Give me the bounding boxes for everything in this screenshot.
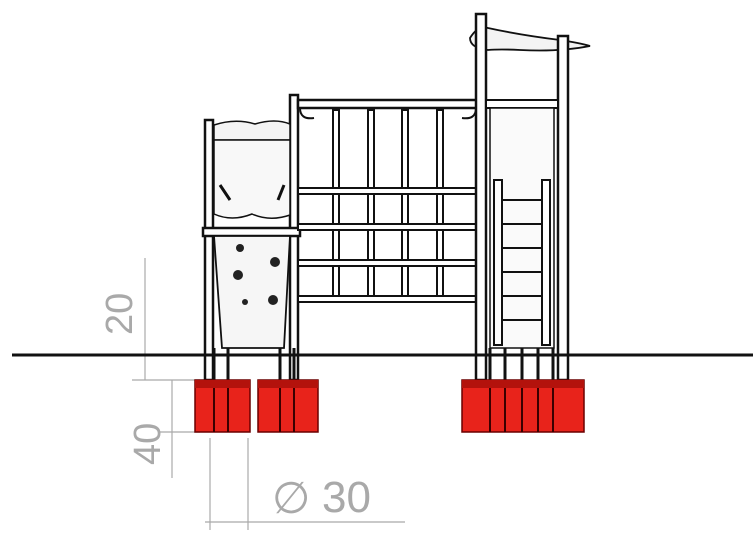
footing-left-2 (257, 379, 319, 433)
frame-vertical-bar (332, 109, 340, 303)
ladder (493, 179, 551, 346)
dim-label-diameter-symbol: ∅ (272, 474, 310, 523)
left-tower-handle-left (218, 184, 232, 201)
footing-shade (258, 380, 318, 388)
left-tower-roof-panel (213, 120, 291, 141)
right-tower-top-beam (485, 99, 559, 109)
climbing-hold (242, 299, 248, 305)
frame-horizontal-rung (297, 295, 479, 303)
right-tower (469, 12, 591, 382)
frame-horizontal-rung (297, 187, 479, 195)
dim-label-40: 40 (127, 423, 169, 465)
dim-label-30: 30 (322, 473, 371, 522)
climbing-holds (233, 244, 280, 305)
climbing-frame (296, 98, 480, 303)
frame-vertical-bar (436, 109, 444, 303)
ladder-rail-right (541, 179, 551, 346)
right-tower-post-right (556, 34, 570, 382)
right-tower-roof (469, 26, 591, 52)
left-tower (201, 93, 302, 382)
climbing-frame-top-bar (296, 98, 480, 110)
frame-vertical-bar (401, 109, 409, 303)
right-tower-post-left (474, 12, 488, 382)
frame-horizontal-rung (297, 259, 479, 267)
climbing-wall (213, 235, 291, 349)
climbing-frame-corner (461, 107, 477, 120)
climbing-hold (270, 257, 280, 267)
left-tower-platform-beam (201, 226, 302, 238)
footing-shade (462, 380, 584, 388)
left-tower-post-left (203, 118, 215, 382)
climbing-hold (233, 270, 243, 280)
frame-vertical-bar (367, 109, 375, 303)
left-tower-post-right (288, 93, 300, 382)
footing-shade (195, 380, 250, 388)
ladder-rail-left (493, 179, 503, 346)
left-tower-side-panel (213, 139, 291, 219)
dim-label-20: 20 (99, 293, 141, 335)
frame-horizontal-rung (297, 223, 479, 231)
left-tower-handle-right (276, 184, 286, 201)
footings (194, 379, 585, 433)
dimension-lines (132, 258, 405, 530)
climbing-frame-corner (299, 107, 315, 120)
climbing-hold (268, 295, 278, 305)
climbing-hold (236, 244, 244, 252)
